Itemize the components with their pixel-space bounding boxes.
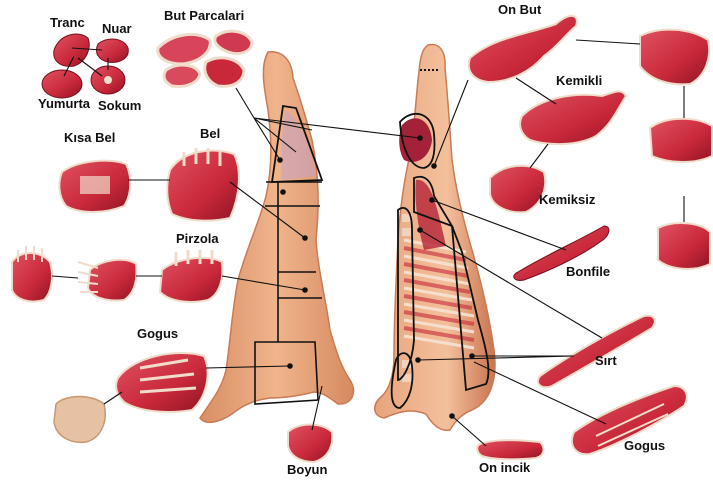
sirt-cut-image (538, 316, 655, 388)
label-boyun: Boyun (287, 463, 327, 476)
boyun-cut-image (288, 425, 332, 463)
bel-cut-image (167, 148, 239, 221)
sokum-cut-image (91, 66, 125, 94)
gogus-left-round-image (54, 397, 105, 443)
on-but-low-right-image (658, 223, 710, 269)
label-tranc: Tranc (50, 16, 85, 29)
pirzola-rack-image (160, 250, 222, 302)
kemikli-cut-image (520, 91, 626, 144)
label-gogus-right: Gogus (624, 439, 665, 452)
label-pirzola: Pirzola (176, 232, 219, 245)
kemiksiz-cut-image (490, 166, 545, 213)
label-yumurta: Yumurta (38, 97, 90, 110)
label-sirt: Sırt (595, 354, 617, 367)
carcass-inner-view (375, 44, 495, 430)
label-but-parcalari: But Parcalari (164, 9, 244, 22)
label-sokum: Sokum (98, 99, 141, 112)
but-parcalari-cut-image (158, 31, 252, 86)
label-on-but: On But (498, 3, 541, 16)
on-but-mid-right-image (650, 119, 712, 162)
on-incik-cut-image (477, 440, 543, 459)
label-on-incik: On incik (479, 461, 530, 474)
kisa-bel-cut-image (59, 161, 130, 212)
label-nuar: Nuar (102, 22, 132, 35)
label-kemikli: Kemikli (556, 74, 602, 87)
label-kemiksiz: Kemiksiz (539, 193, 595, 206)
label-bel: Bel (200, 127, 220, 140)
on-but-top-right-image (640, 30, 709, 85)
nuar-cut-image (96, 39, 128, 62)
label-bonfile: Bonfile (566, 265, 610, 278)
yumurta-cut-image (42, 70, 82, 98)
label-gogus-left: Gogus (137, 327, 178, 340)
gogus-left-cut-image (116, 353, 208, 412)
pirzola-rack-middle-image (78, 260, 137, 301)
label-kisa-bel: Kısa Bel (64, 131, 115, 144)
pirzola-rack-small-image (12, 246, 52, 302)
